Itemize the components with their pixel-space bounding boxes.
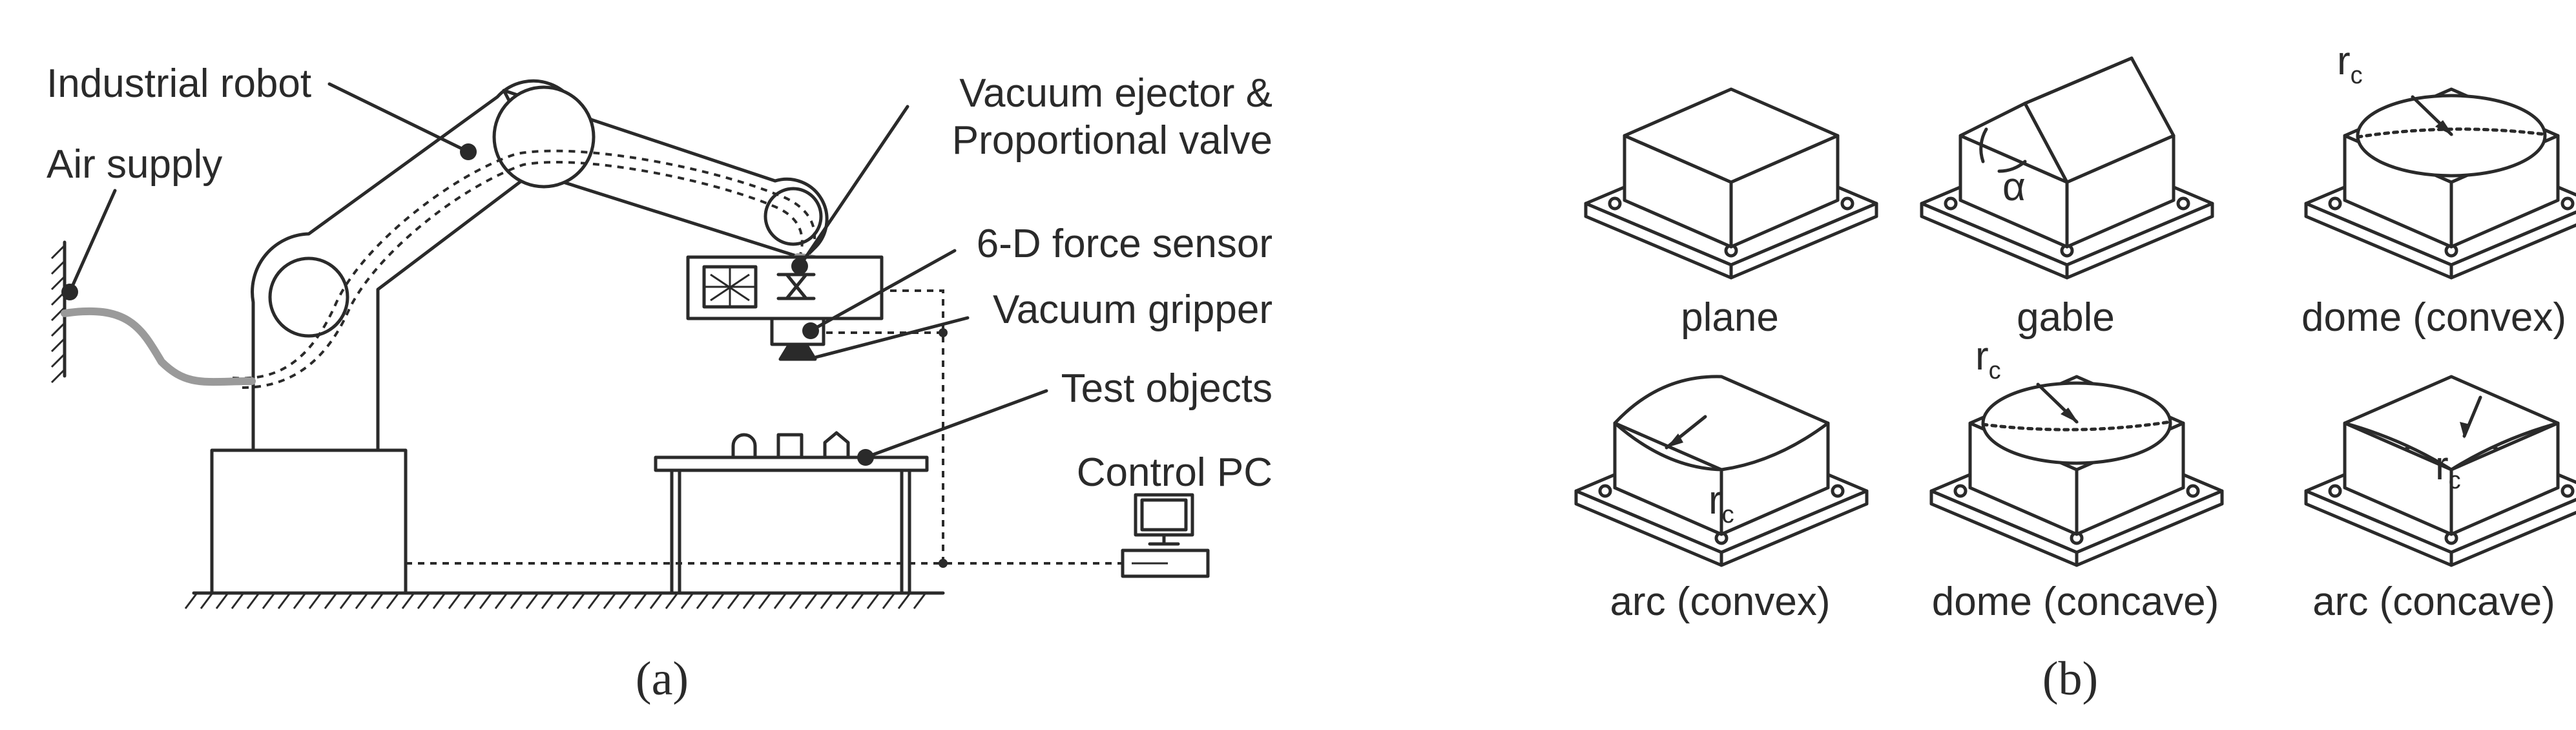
symbol-alpha: α xyxy=(2002,165,2026,209)
shape-arc-concave xyxy=(2304,375,2576,567)
internal-hose xyxy=(232,149,816,380)
panel-b: plane gable dome (convex) arc (convex) d… xyxy=(1574,39,2576,705)
label-industrial-robot: Industrial robot xyxy=(47,61,311,106)
shape-arc-convex xyxy=(1574,375,1869,567)
shape-dome-concave xyxy=(1929,375,2224,567)
robot-base xyxy=(210,448,408,595)
label-vacuum-ejector-2: Proportional valve xyxy=(952,118,1272,163)
panel-a-label: (a) xyxy=(636,652,689,705)
panel-a: Industrial robot Air supply Vacuum eject… xyxy=(47,61,1272,705)
test-table xyxy=(654,431,929,595)
internal-hose-2 xyxy=(242,161,804,389)
caption-plane: plane xyxy=(1681,295,1779,340)
label-vacuum-ejector-1: Vacuum ejector & xyxy=(959,71,1272,116)
robot-elbow-joint xyxy=(492,85,596,189)
robot-shoulder-joint xyxy=(268,256,349,338)
label-test-objects: Test objects xyxy=(1061,366,1272,411)
symbol-rc-arc-convex: rc xyxy=(1709,478,1734,528)
shape-gable xyxy=(1920,56,2214,280)
caption-dome-convex: dome (convex) xyxy=(2301,295,2566,340)
caption-gable: gable xyxy=(2017,295,2115,340)
label-force-sensor: 6-D force sensor xyxy=(977,222,1272,266)
ground xyxy=(184,591,945,609)
panel-b-label: (b) xyxy=(2042,652,2098,705)
air-hose xyxy=(61,307,256,386)
robot-wrist-joint xyxy=(763,187,823,246)
symbol-rc-arc-concave: rc xyxy=(2435,444,2461,494)
label-control-pc: Control PC xyxy=(1077,450,1272,495)
shape-plane xyxy=(1584,87,1878,280)
caption-arc-convex: arc (convex) xyxy=(1610,579,1830,624)
control-wiring xyxy=(406,289,1123,565)
label-vacuum-gripper: Vacuum gripper xyxy=(993,287,1272,332)
caption-dome-concave: dome (concave) xyxy=(1932,579,2219,624)
symbol-rc-dome-concave: rc xyxy=(1975,334,2001,384)
control-pc xyxy=(1121,493,1210,578)
shape-dome-convex xyxy=(2304,87,2576,280)
label-air-supply: Air supply xyxy=(47,142,222,187)
leaders xyxy=(61,82,1048,466)
caption-arc-concave: arc (concave) xyxy=(2312,579,2555,624)
symbol-rc-dome-convex: rc xyxy=(2337,39,2363,89)
